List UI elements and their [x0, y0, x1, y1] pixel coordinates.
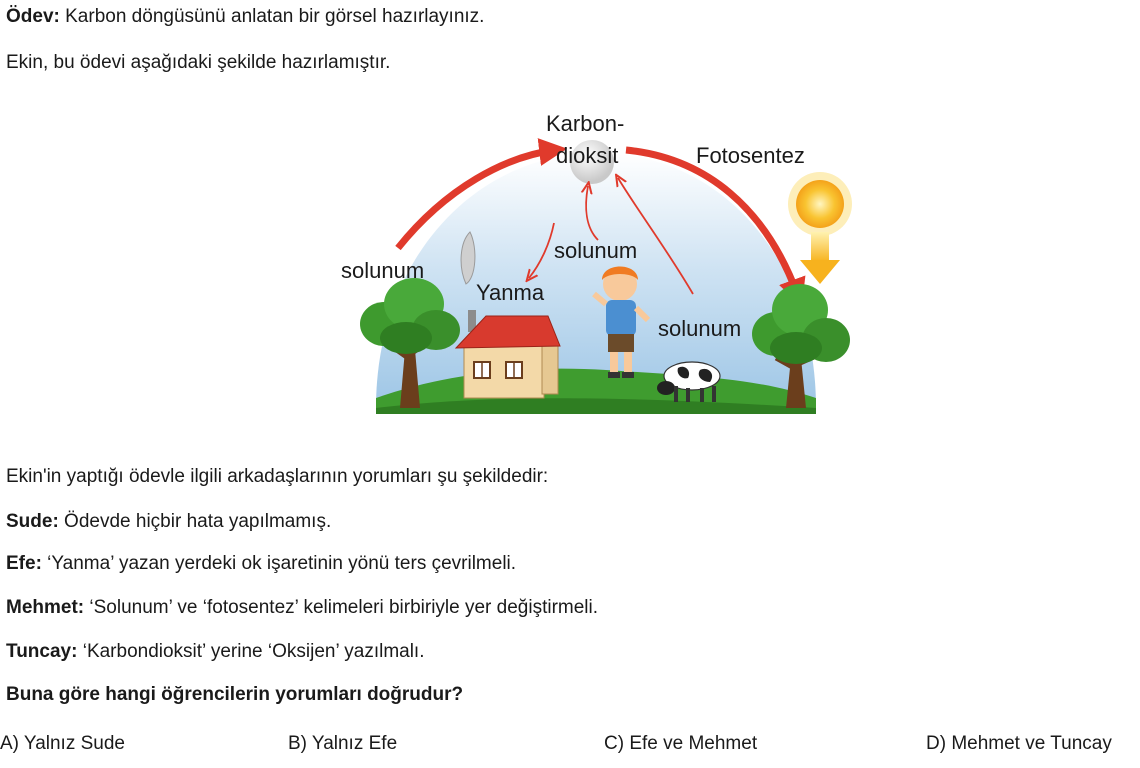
- label-resp-left: solunum: [341, 258, 424, 283]
- label-resp-center: solunum: [554, 238, 637, 263]
- arc-arrow-left: [395, 138, 568, 251]
- cow-icon: [657, 361, 721, 402]
- assignment-text: Karbon döngüsünü anlatan bir görsel hazı…: [59, 6, 485, 27]
- combustion-arrow: [529, 222, 555, 278]
- house-icon: [454, 310, 561, 399]
- comment-text: Ödevde hiçbir hata yapılmamış.: [58, 511, 332, 532]
- comment-name: Mehmet:: [6, 597, 85, 618]
- comment-name: Sude:: [6, 511, 59, 532]
- grass-band: [376, 398, 816, 414]
- option-c[interactable]: C) Efe ve Mehmet: [604, 733, 758, 754]
- resp-arrow-center: [586, 186, 599, 241]
- label-co2-line2: dioksit: [556, 143, 618, 168]
- intro-text: Ekin, bu ödevi aşağıdaki şekilde hazırla…: [6, 52, 391, 73]
- comment-name: Tuncay:: [6, 641, 78, 662]
- comment-text: ‘Yanma’ yazan yerdeki ok işaretinin yönü…: [41, 553, 517, 574]
- label-co2-line1: Karbon-: [546, 111, 624, 136]
- sun-beam: [811, 232, 829, 262]
- assignment-line: Ödev: Karbon döngüsünü anlatan bir görse…: [6, 6, 484, 28]
- comment-text: ‘Karbondioksit’ yerine ‘Oksijen’ yazılma…: [77, 641, 425, 662]
- label-combustion: Yanma: [476, 280, 545, 305]
- resp-arrow-right: [618, 178, 694, 295]
- comment-text: ‘Solunum’ ve ‘fotosentez’ kelimeleri bir…: [84, 597, 599, 618]
- question-text: Buna göre hangi öğrencilerin yorumları d…: [6, 684, 464, 705]
- comment-tuncay: Tuncay: ‘Karbondioksit’ yerine ‘Oksijen’…: [6, 641, 425, 663]
- sun-arrow-icon: [800, 260, 840, 284]
- tree-right-icon: [752, 284, 850, 408]
- option-b[interactable]: B) Yalnız Efe: [288, 733, 398, 754]
- co2-ball: [570, 140, 614, 184]
- assignment-label: Ödev:: [6, 6, 60, 27]
- label-resp-right: solunum: [658, 316, 741, 341]
- smoke-icon: [460, 231, 476, 285]
- boy-icon: [592, 266, 651, 378]
- comment-mehmet: Mehmet: ‘Solunum’ ve ‘fotosentez’ kelime…: [6, 597, 598, 619]
- tree-left-icon: [360, 278, 460, 408]
- comment-sude: Sude: Ödevde hiçbir hata yapılmamış.: [6, 511, 331, 533]
- comments-intro: Ekin'in yaptığı ödevle ilgili arkadaşlar…: [6, 466, 549, 487]
- option-d[interactable]: D) Mehmet ve Tuncay: [926, 733, 1112, 754]
- comment-name: Efe:: [6, 553, 42, 574]
- carbon-cycle-figure: Karbon- dioksit Fotosentez solunum solun…: [341, 111, 852, 414]
- option-a[interactable]: A) Yalnız Sude: [0, 733, 125, 754]
- sun-icon: [796, 180, 844, 228]
- arc-arrow-right: [625, 146, 806, 307]
- comment-efe: Efe: ‘Yanma’ yazan yerdeki ok işaretinin…: [6, 553, 516, 575]
- label-photosynthesis: Fotosentez: [696, 143, 805, 168]
